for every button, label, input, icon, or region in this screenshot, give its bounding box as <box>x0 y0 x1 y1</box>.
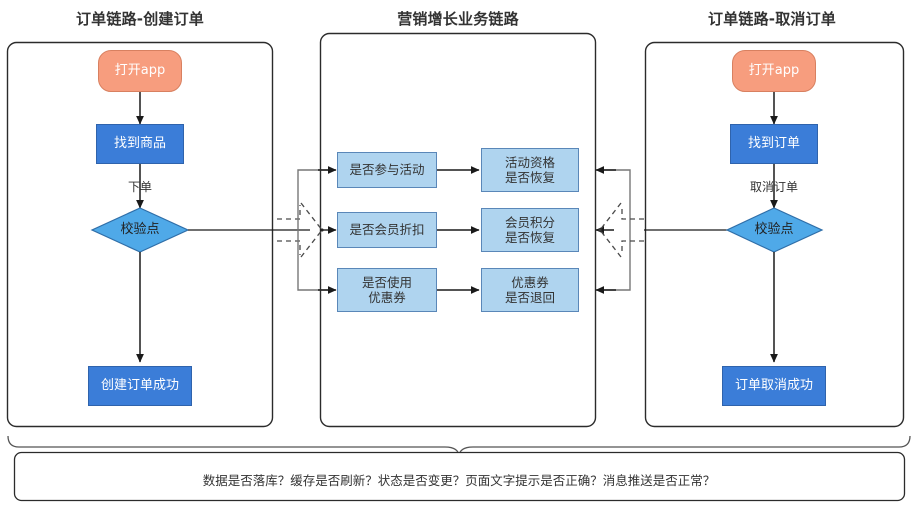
splitter-right-apex <box>598 228 602 232</box>
node-member-points[interactable]: 会员积分 是否恢复 <box>481 208 579 252</box>
panel-title-create-order: 订单链路-创建订单 <box>75 10 205 28</box>
node-member-points-label-line2: 是否恢复 <box>504 230 555 245</box>
node-coupon-refund[interactable]: 优惠券 是否退回 <box>481 268 579 312</box>
panel-title-marketing: 营销增长业务链路 <box>397 10 519 28</box>
node-create-order-success[interactable]: 创建订单成功 <box>88 366 192 406</box>
node-member-discount-label: 是否会员折扣 <box>349 222 425 238</box>
splitter-fan-left <box>277 202 323 258</box>
edge-label-place-order: 下单 <box>127 180 152 194</box>
splitter-fan-right <box>599 202 644 258</box>
summary-box <box>13 451 906 502</box>
summary-brace <box>7 435 911 458</box>
node-cancel-order-success-label: 订单取消成功 <box>734 378 813 394</box>
node-open-app-cancel-label: 打开app <box>748 63 800 79</box>
node-activity-qualification[interactable]: 活动资格 是否恢复 <box>481 148 579 192</box>
checkpoint-diamond-right <box>725 207 824 253</box>
node-coupon-refund-label-line2: 是否退回 <box>504 290 555 305</box>
node-find-product-label: 找到商品 <box>113 136 166 152</box>
node-use-coupon[interactable]: 是否使用 优惠券 <box>337 268 437 312</box>
panel-frame-cancel-order <box>644 41 905 428</box>
summary-checklist-text: 数据是否落库？缓存是否刷新？状态是否变更？页面文字提示是否正确？消息推送是否正常… <box>202 473 716 488</box>
checkpoint-diamond-left <box>90 207 190 253</box>
node-activity-qualification-label-line1: 活动资格 <box>504 154 555 170</box>
node-find-order-label: 找到订单 <box>747 136 800 152</box>
node-member-discount[interactable]: 是否会员折扣 <box>337 212 437 248</box>
node-cancel-order-success[interactable]: 订单取消成功 <box>722 366 826 406</box>
node-open-app-create[interactable]: 打开app <box>98 50 182 92</box>
node-find-order[interactable]: 找到订单 <box>730 124 818 164</box>
node-member-points-label-line1: 会员积分 <box>504 214 555 230</box>
panel-title-cancel-order: 订单链路-取消订单 <box>707 10 837 28</box>
node-find-product[interactable]: 找到商品 <box>96 124 184 164</box>
node-create-order-success-label: 创建订单成功 <box>100 378 179 394</box>
node-join-activity[interactable]: 是否参与活动 <box>337 152 437 188</box>
node-use-coupon-label-line2: 优惠券 <box>368 290 406 305</box>
node-open-app-cancel[interactable]: 打开app <box>732 50 816 92</box>
edge-label-cancel-order: 取消订单 <box>749 180 798 194</box>
node-open-app-create-label: 打开app <box>114 63 166 79</box>
node-coupon-refund-label-line1: 优惠券 <box>511 274 549 290</box>
node-activity-qualification-label-line2: 是否恢复 <box>504 170 555 185</box>
node-use-coupon-label-line1: 是否使用 <box>361 274 412 290</box>
node-join-activity-label: 是否参与活动 <box>349 162 425 178</box>
panel-frame-create-order <box>6 41 274 428</box>
